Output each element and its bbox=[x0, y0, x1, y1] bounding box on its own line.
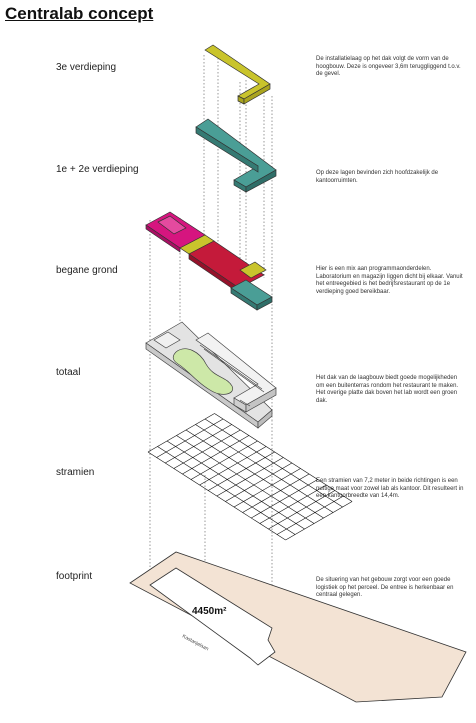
grid-line bbox=[166, 440, 305, 530]
grid-line bbox=[195, 424, 334, 513]
grid-line bbox=[259, 484, 327, 524]
footprint-area-label: 4450m² bbox=[192, 606, 227, 617]
level-footprint: 4450m² Kastanjelaan bbox=[129, 551, 467, 703]
grid-line bbox=[185, 429, 324, 519]
level-stramien-grid bbox=[147, 413, 353, 541]
level-3e-installation-layer bbox=[204, 44, 271, 105]
yellow-core bbox=[239, 261, 267, 279]
level-label-stramien: stramien bbox=[56, 467, 95, 478]
grid-line bbox=[165, 424, 232, 464]
grid-line bbox=[147, 413, 215, 453]
grid-line bbox=[176, 435, 315, 524]
grid-line bbox=[190, 440, 258, 480]
level-label-totaal: totaal bbox=[56, 367, 81, 378]
grid-line bbox=[157, 446, 296, 535]
grid-line bbox=[156, 418, 224, 458]
grid-line bbox=[216, 457, 284, 497]
magenta-raised-volume bbox=[157, 215, 187, 235]
grid-line bbox=[182, 435, 250, 475]
low-volume bbox=[153, 331, 181, 349]
page-title: Centralab concept bbox=[5, 4, 154, 23]
level-label-begane-grond: begane grond bbox=[56, 265, 118, 276]
level-note-totaal: Het dak van de laagbouw biedt goede moge… bbox=[316, 375, 459, 404]
level-note-1e-2e: Op deze lagen bevinden zich hoofdzakelij… bbox=[316, 170, 439, 184]
grid-line bbox=[147, 451, 286, 541]
level-begane-grond-program bbox=[145, 211, 273, 311]
grid-line bbox=[208, 451, 275, 491]
grid-line bbox=[225, 462, 293, 502]
office-wing-side bbox=[195, 126, 259, 173]
green-roof bbox=[172, 348, 234, 395]
level-label-1e-2e: 1e + 2e verdieping bbox=[56, 164, 139, 175]
level-note-footprint: De situering van het gebouw zorgt voor e… bbox=[316, 577, 454, 599]
level-1e-2e-offices bbox=[195, 118, 277, 193]
grid-line bbox=[214, 413, 353, 502]
level-note-3e: De installatielaag op het dak volgt de v… bbox=[316, 56, 461, 78]
grid-line bbox=[199, 446, 267, 486]
grid-line bbox=[242, 473, 310, 513]
street-label: Kastanjelaan bbox=[181, 633, 210, 652]
grid-line bbox=[276, 495, 344, 535]
grid-line bbox=[268, 490, 336, 530]
building-footprint bbox=[149, 567, 276, 666]
level-label-3e: 3e verdieping bbox=[56, 62, 117, 73]
grid-line bbox=[251, 479, 318, 519]
grid-line bbox=[285, 501, 353, 541]
grid-line bbox=[173, 429, 241, 469]
level-note-stramien: Een stramien van 7,2 meter in beide rich… bbox=[316, 478, 464, 500]
level-totaal-massing bbox=[145, 321, 277, 429]
level-note-begane-grond: Hier is een mix aan programmaonderdelen.… bbox=[316, 266, 463, 295]
grid-line bbox=[204, 418, 343, 508]
level-label-footprint: footprint bbox=[56, 571, 93, 582]
plot-outline bbox=[129, 551, 467, 703]
grid-line bbox=[233, 468, 301, 508]
